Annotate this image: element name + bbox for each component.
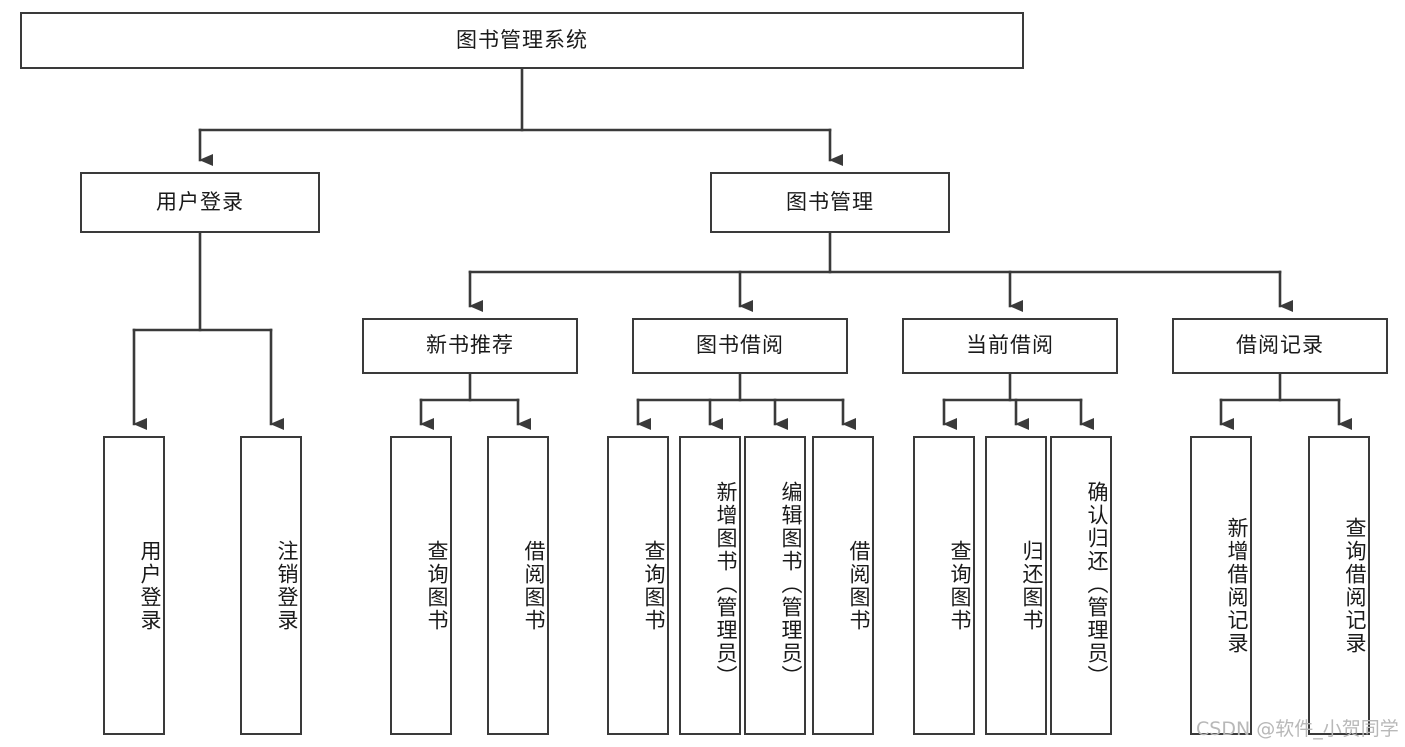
node-label: 用户登录 (138, 539, 162, 632)
node-leaf-query-book-3[interactable]: 查询图书 (913, 436, 975, 735)
node-borrow-record[interactable]: 借阅记录 (1172, 318, 1388, 374)
node-label: 查询图书 (948, 539, 972, 632)
node-leaf-user-login[interactable]: 用户登录 (103, 436, 165, 735)
node-leaf-query-book-1[interactable]: 查询图书 (390, 436, 452, 735)
node-label: 注销登录 (275, 539, 299, 632)
node-label: 新增借阅记录 (1225, 516, 1249, 655)
node-leaf-logout[interactable]: 注销登录 (240, 436, 302, 735)
node-user-login[interactable]: 用户登录 (80, 172, 320, 233)
node-label: 查询借阅记录 (1343, 516, 1367, 655)
node-label: 借阅记录 (1236, 333, 1324, 358)
node-leaf-return-book[interactable]: 归还图书 (985, 436, 1047, 735)
node-book-management-system[interactable]: 图书管理系统 (20, 12, 1024, 69)
node-label: 用户登录 (156, 189, 244, 214)
node-leaf-add-record[interactable]: 新增借阅记录 (1190, 436, 1252, 735)
node-label: 新增图书（管理员） (714, 481, 738, 688)
node-label: 图书管理系统 (456, 27, 588, 52)
node-label: 编辑图书（管理员） (779, 481, 803, 688)
node-book-borrow[interactable]: 图书借阅 (632, 318, 848, 374)
node-label: 借阅图书 (847, 539, 871, 632)
node-current-borrow[interactable]: 当前借阅 (902, 318, 1118, 374)
node-label: 查询图书 (425, 539, 449, 632)
node-leaf-borrow-book-1[interactable]: 借阅图书 (487, 436, 549, 735)
node-label: 确认归还（管理员） (1085, 481, 1109, 688)
node-label: 归还图书 (1020, 539, 1044, 632)
node-leaf-confirm-return[interactable]: 确认归还（管理员） (1050, 436, 1112, 735)
node-label: 新书推荐 (426, 333, 514, 358)
node-label: 借阅图书 (522, 539, 546, 632)
node-leaf-query-record[interactable]: 查询借阅记录 (1308, 436, 1370, 735)
node-new-book-recommend[interactable]: 新书推荐 (362, 318, 578, 374)
node-label: 图书管理 (786, 189, 874, 214)
node-book-manage[interactable]: 图书管理 (710, 172, 950, 233)
node-leaf-add-book[interactable]: 新增图书（管理员） (679, 436, 741, 735)
node-leaf-query-book-2[interactable]: 查询图书 (607, 436, 669, 735)
watermark: CSDN @软件_小贺同学 (1196, 718, 1399, 740)
node-label: 当前借阅 (966, 333, 1054, 358)
node-label: 图书借阅 (696, 333, 784, 358)
node-label: 查询图书 (642, 539, 666, 632)
node-leaf-borrow-book-2[interactable]: 借阅图书 (812, 436, 874, 735)
node-leaf-edit-book[interactable]: 编辑图书（管理员） (744, 436, 806, 735)
